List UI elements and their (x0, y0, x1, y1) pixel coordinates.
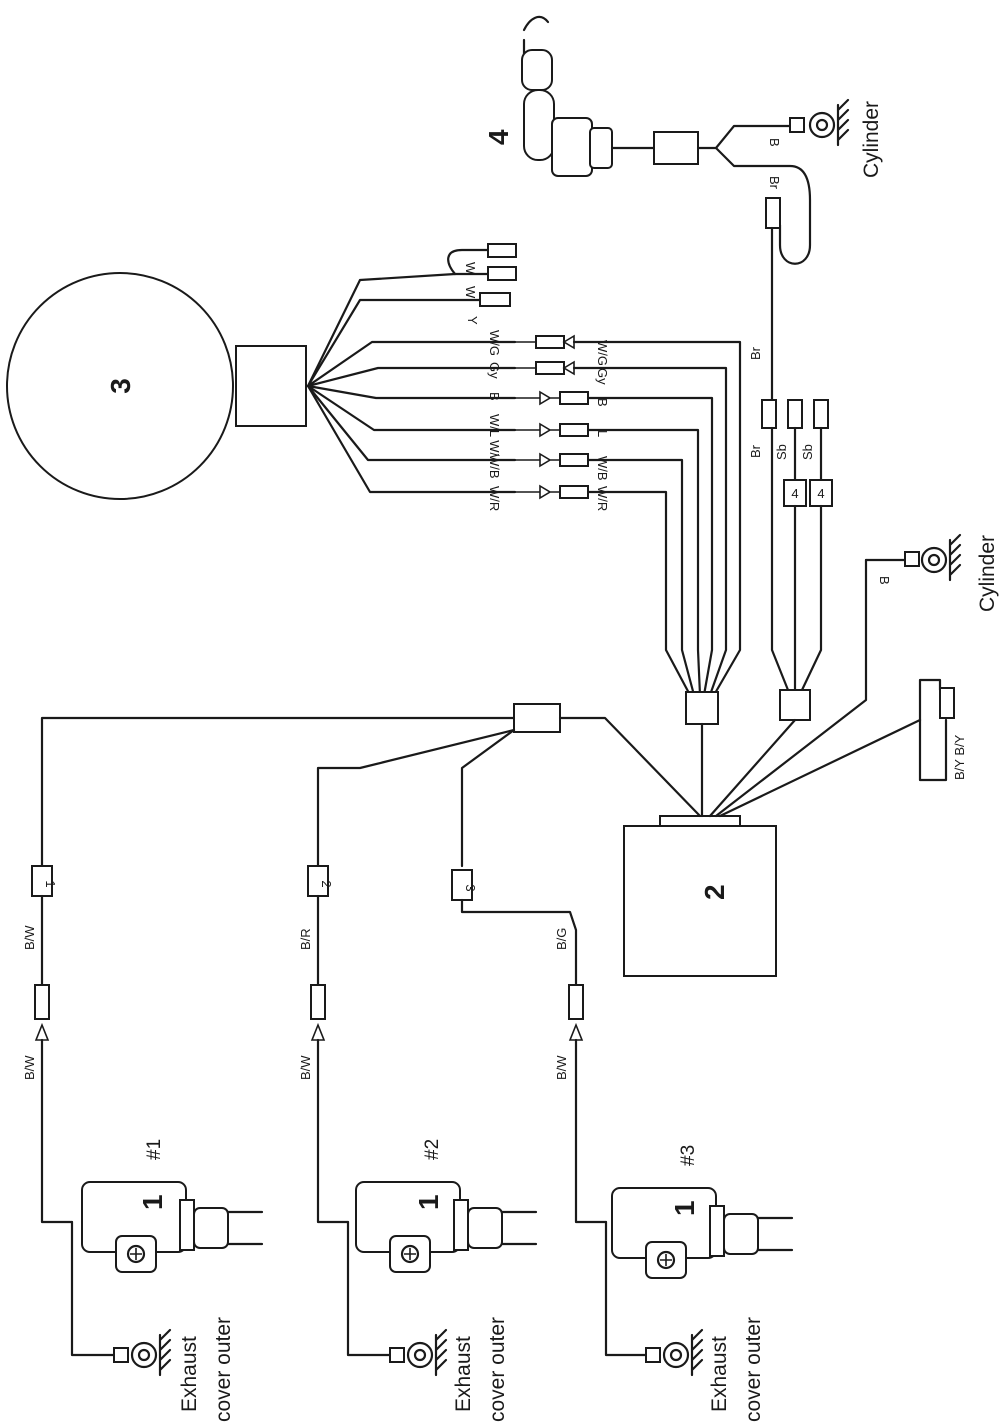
label-exhaust-3-l2: cover outer (742, 1317, 765, 1422)
label-y: Y (465, 316, 480, 325)
sb-plug-2 (813, 399, 829, 429)
label-stator-b: B (487, 392, 502, 401)
connector-4-b-label: 4 (817, 486, 824, 501)
coil-lead-1: B/W B/W (22, 894, 74, 1224)
sensor-grommet (523, 89, 555, 161)
label-harness-wr: W/R (595, 486, 610, 511)
coil-1-marker: #1 (144, 1139, 165, 1160)
label-exhaust-3-l1: Exhaust (708, 1336, 731, 1412)
label-stator-gy: Gy (487, 362, 502, 379)
label-sensor-br-top: Br (767, 176, 782, 190)
coil-lead-3: B/G B/W (460, 898, 608, 1224)
exhaust-ground-2: Exhaust cover outer (389, 1317, 509, 1422)
sensor-body (551, 117, 593, 177)
label-stator-wr: W/R (487, 486, 502, 511)
magneto-connector-row (515, 334, 589, 500)
label-sb-1: Sb (774, 444, 789, 460)
label-coil1-cover: B/W (22, 1055, 37, 1080)
by-loop: B/Y B/Y (918, 678, 967, 782)
coil-3-marker: #3 (678, 1145, 699, 1166)
magneto-neck (235, 345, 307, 427)
label-exhaust-1-l1: Exhaust (178, 1336, 201, 1412)
label-by: B/Y B/Y (952, 734, 967, 780)
label-stator-wg: W/G (487, 330, 502, 356)
cylinder-ground-lower: B Cylinder (864, 533, 999, 612)
sensor-signal-wires: Br Br Sb Sb 4 4 (748, 226, 833, 721)
label-exhaust-1-l2: cover outer (212, 1317, 235, 1422)
label-coil3-cover: B/W (554, 1055, 569, 1080)
label-w: W (463, 286, 478, 299)
sensor-plug (765, 197, 781, 229)
magneto-wire-fan (306, 272, 517, 494)
terminal-y (479, 292, 511, 307)
label-coil1-harness: B/W (22, 925, 37, 950)
cylinder-ground-upper: Cylinder (789, 98, 883, 178)
sensor-connector (653, 131, 699, 165)
coil-harness-junction (513, 703, 561, 733)
label-stator-wl: W/L W/ (487, 414, 502, 457)
coil-2-number: 1 (413, 1194, 444, 1210)
harness-side-labels: W/G Gy B L W/B W/R (595, 340, 610, 511)
sb-plug-1 (787, 399, 803, 429)
label-harness-b: B (595, 398, 610, 407)
label-coil2-harness: B/R (298, 928, 313, 950)
coil-connector-1-label: 1 (43, 880, 58, 887)
label-harness-gy: Gy (595, 368, 610, 385)
label-sensor-ground: B (767, 138, 782, 147)
magneto-main-connector (685, 691, 719, 725)
sensor-main-connector (779, 689, 811, 721)
coil-1-number: 1 (137, 1194, 168, 1210)
coil-2-marker: #2 (422, 1139, 443, 1160)
ignition-coil-3: 1 #3 (604, 1145, 794, 1357)
magneto-number: 3 (105, 378, 136, 394)
cdi-unit: 2 (623, 558, 922, 977)
sensor-number: 4 (483, 129, 514, 145)
label-harness-l: L (595, 430, 610, 437)
connector-4-a-label: 4 (791, 486, 798, 501)
exhaust-ground-3: Exhaust cover outer (645, 1317, 765, 1422)
coil-connector-2-label: 2 (319, 880, 334, 887)
coil-connectors: 1 2 3 (31, 865, 478, 901)
sensor-head (589, 127, 613, 169)
cdi-mount (659, 815, 741, 827)
magneto: 3 (6, 272, 307, 500)
sensor: 4 B Br (483, 15, 812, 265)
cdi-body (623, 825, 777, 977)
label-coil3-harness: B/G (554, 928, 569, 950)
coil-harness (40, 703, 702, 868)
terminal-w (487, 266, 517, 281)
label-sb-2: Sb (800, 444, 815, 460)
magneto-harness-wires (572, 340, 742, 725)
coil-3-number: 1 (669, 1200, 700, 1216)
magneto-body (6, 272, 234, 500)
label-cdi-ground: B (877, 576, 892, 585)
label-harness-wg: W/G (595, 340, 610, 366)
stator-side-labels: W/G Gy B W/L W/ W/B W/R (487, 330, 502, 511)
ignition-coil-1: 1 #1 (70, 1139, 264, 1357)
br-plug (761, 399, 777, 429)
exhaust-ground-1: Exhaust cover outer (113, 1317, 235, 1422)
label-stator-wb: W/B (487, 454, 502, 479)
magneto-extra-terminals: W W Y (447, 243, 517, 325)
label-cylinder-upper: Cylinder (860, 101, 883, 178)
sensor-clip (521, 49, 553, 91)
coil-lead-2: B/R B/W (298, 894, 350, 1224)
label-w-top: W (463, 262, 478, 275)
label-cylinder-lower: Cylinder (976, 535, 999, 612)
label-br-lower: Br (748, 444, 763, 458)
label-coil2-cover: B/W (298, 1055, 313, 1080)
coil-connector-3-label: 3 (463, 884, 478, 891)
label-exhaust-2-l2: cover outer (486, 1317, 509, 1422)
cdi-number: 2 (699, 884, 730, 900)
ignition-coil-2: 1 #2 (346, 1139, 538, 1357)
label-harness-wb: W/B (595, 456, 610, 481)
label-exhaust-2-l1: Exhaust (452, 1336, 475, 1412)
terminal-w-top (487, 243, 517, 258)
label-br-mid: Br (748, 346, 763, 360)
